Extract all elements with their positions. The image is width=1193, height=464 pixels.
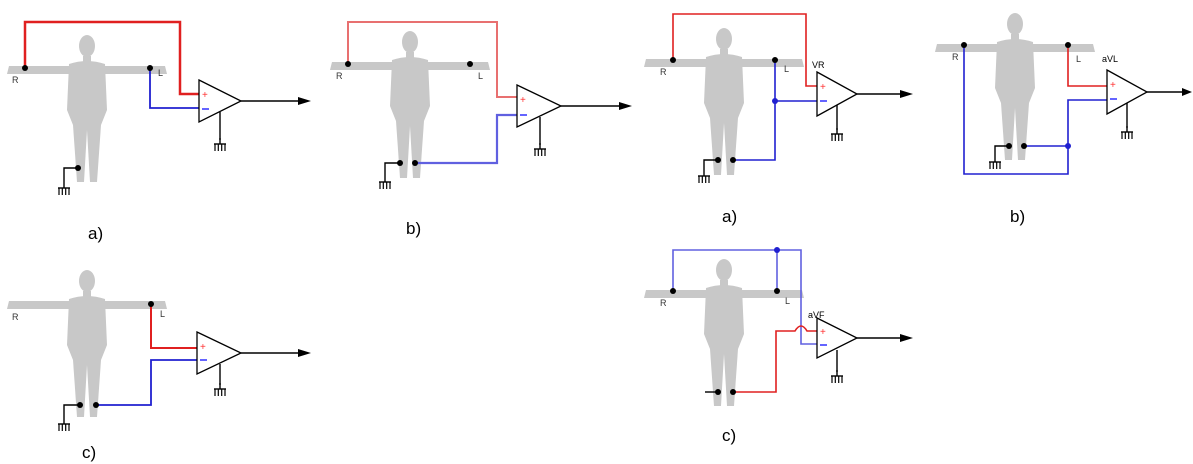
panel-left-b: R L + b)	[330, 21, 632, 238]
panel-right-a: R L VR + a)	[644, 13, 913, 226]
positive-wire	[23, 20, 200, 96]
ground-icon	[57, 181, 71, 196]
electrode-label-l: L	[1076, 54, 1081, 64]
amplifier-triangle	[198, 78, 243, 124]
junction-dot	[1065, 143, 1071, 149]
electrode-label-r: R	[12, 75, 19, 85]
electrode-label-l: L	[160, 309, 165, 319]
electrode-label-l: L	[158, 68, 163, 78]
left-arm-electrode	[1065, 42, 1071, 48]
negative-wire	[415, 113, 518, 165]
human-body-figure	[644, 259, 804, 406]
negative-wire	[963, 45, 1069, 175]
output-arrow-icon	[900, 334, 913, 342]
electrode-label-r: R	[952, 52, 959, 62]
output-arrow-icon	[900, 90, 913, 98]
ground-icon	[988, 155, 1002, 170]
ground-icon	[378, 175, 392, 190]
left-arm-electrode	[467, 61, 473, 67]
plus-sign: +	[200, 342, 206, 353]
junction-dot	[774, 247, 780, 253]
left-arm-electrode	[774, 288, 780, 294]
human-body-figure	[7, 35, 167, 182]
right-arm-electrode	[345, 61, 351, 67]
panel-caption: a)	[88, 224, 103, 243]
plus-sign: +	[1110, 80, 1116, 91]
right-arm-electrode	[22, 65, 28, 71]
lead-label-avl: aVL	[1102, 54, 1118, 64]
left-leg-electrode	[730, 389, 736, 395]
electrode-label-l: L	[785, 296, 790, 306]
panel-right-c: R L aVF + c)	[644, 247, 913, 445]
electrode-label-r: R	[12, 312, 19, 322]
ground-icon	[830, 127, 844, 142]
panel-right-b: R L aVL + b)	[935, 13, 1192, 226]
ground-icon	[830, 369, 844, 384]
output-arrow-icon	[1182, 88, 1192, 96]
negative-wire	[672, 249, 818, 345]
panel-left-a: R L + a)	[7, 20, 311, 243]
left-leg-electrode	[412, 160, 418, 166]
ground-icon	[1120, 125, 1134, 140]
output-arrow-icon	[298, 349, 311, 357]
positive-wire	[1067, 45, 1108, 87]
plus-sign: +	[520, 95, 526, 106]
panel-caption: c)	[82, 443, 96, 462]
positive-wire	[672, 13, 818, 87]
amplifier-triangle	[816, 316, 859, 360]
plus-sign: +	[202, 90, 208, 101]
human-body-figure	[7, 270, 167, 417]
electrode-label-l: L	[784, 64, 789, 74]
right-arm-electrode	[670, 288, 676, 294]
ground-icon	[213, 137, 227, 152]
positive-wire	[347, 21, 518, 98]
ground-icon	[533, 142, 547, 157]
plus-sign: +	[820, 82, 826, 93]
output-arrow-icon	[298, 97, 311, 105]
amplifier-triangle	[516, 83, 563, 129]
junction-dot	[772, 98, 778, 104]
negative-wire	[149, 68, 200, 109]
left-arm-electrode	[147, 65, 153, 71]
lead-label-avf: aVF	[808, 310, 825, 320]
electrode-label-r: R	[660, 67, 667, 77]
left-leg-electrode	[93, 402, 99, 408]
negative-wire	[733, 60, 776, 161]
panel-caption: b)	[406, 219, 421, 238]
positive-wire	[733, 325, 818, 393]
electrode-label-r: R	[660, 298, 667, 308]
ground-icon	[57, 417, 71, 432]
panel-caption: c)	[722, 426, 736, 445]
panel-caption: a)	[722, 207, 737, 226]
electrode-label-r: R	[336, 71, 343, 81]
left-leg-electrode	[730, 157, 736, 163]
left-arm-electrode	[148, 301, 154, 307]
output-arrow-icon	[619, 102, 632, 110]
right-arm-electrode	[961, 42, 967, 48]
ground-icon	[213, 382, 227, 397]
left-arm-electrode	[772, 57, 778, 63]
amplifier-triangle	[196, 330, 243, 376]
electrode-label-l: L	[478, 71, 483, 81]
right-arm-electrode	[670, 57, 676, 63]
human-body-figure	[330, 31, 490, 178]
lead-label-vr: VR	[812, 60, 825, 70]
panel-caption: b)	[1010, 207, 1025, 226]
left-leg-electrode	[1021, 143, 1027, 149]
ground-icon	[697, 169, 711, 184]
positive-wire	[150, 304, 198, 349]
plus-sign: +	[820, 327, 826, 338]
panel-left-c: R L + c)	[7, 270, 311, 462]
negative-wire	[96, 359, 198, 406]
